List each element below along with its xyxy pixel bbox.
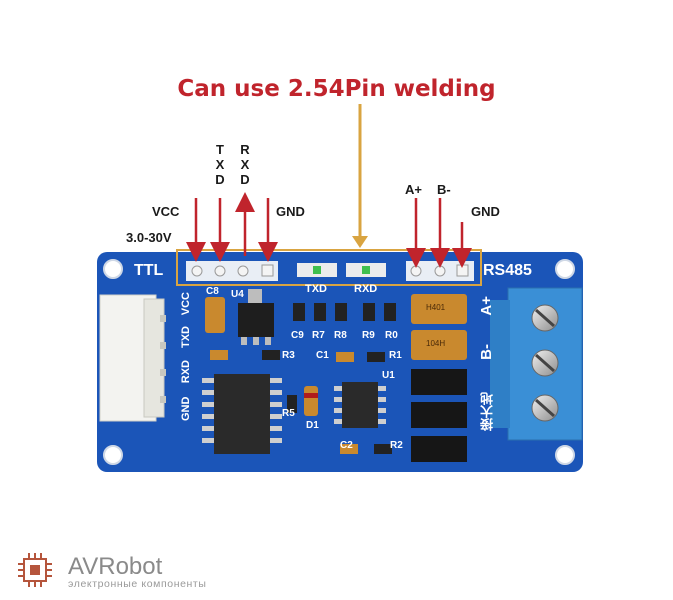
mount-hole	[555, 445, 575, 465]
fuse-2-marking: 104H	[426, 339, 446, 348]
ref-c9: C9	[291, 330, 304, 341]
ref-r7: R7	[312, 330, 325, 341]
diode-d1	[304, 386, 318, 416]
tvs-diode-1	[411, 369, 467, 395]
ic-u1	[334, 382, 386, 428]
ptc-fuse-2	[411, 330, 467, 360]
ref-r5: R5	[282, 408, 295, 419]
ref-r1: R1	[389, 350, 402, 361]
ref-r2: R2	[390, 440, 403, 451]
ground-cn-label: 接大地	[480, 392, 495, 431]
led-rxd-label: RXD	[354, 283, 378, 295]
ref-r9: R9	[362, 330, 375, 341]
ref-r3: R3	[282, 350, 295, 361]
ref-c8: C8	[206, 286, 219, 297]
ic-transceiver	[202, 374, 282, 454]
annotation-title: Can use 2.54Pin welding	[177, 76, 496, 102]
jst-connector	[99, 294, 166, 422]
tvs-diode-3	[411, 436, 467, 462]
vcc-label: VCC	[152, 204, 180, 219]
gnd-right-label: GND	[471, 204, 500, 219]
gnd-left-label: GND	[276, 204, 305, 219]
brand-tagline: электронные компоненты	[68, 578, 207, 590]
ref-r8: R8	[334, 330, 347, 341]
mount-hole	[103, 445, 123, 465]
rs485-label: RS485	[483, 262, 532, 279]
ref-u1: U1	[382, 370, 395, 381]
terminal-a-label: A+	[478, 296, 495, 316]
capacitor-c8	[205, 297, 225, 333]
ref-c2: C2	[340, 440, 353, 451]
a-plus-label: A+	[405, 182, 422, 197]
ref-u4: U4	[231, 289, 244, 300]
ptc-fuse-1	[411, 294, 467, 324]
tvs-diode-2	[411, 402, 467, 428]
header-highlight	[176, 249, 482, 286]
led-txd-label: TXD	[305, 283, 327, 295]
terminal-b-label: B-	[478, 344, 495, 360]
ttl-pin-header	[186, 261, 278, 281]
regulator-u4	[238, 303, 274, 337]
ref-c1: C1	[316, 350, 329, 361]
rs485-pin-header	[406, 261, 474, 281]
fuse-1-marking: H401	[426, 303, 446, 312]
voltage-label: 3.0-30V	[126, 230, 172, 245]
connector-label-vcc: VCC	[180, 292, 192, 316]
b-minus-label: B-	[437, 182, 451, 197]
screw-terminal	[490, 287, 583, 441]
avrobot-logo	[18, 553, 52, 587]
mount-hole	[103, 259, 123, 279]
ttl-label: TTL	[134, 262, 164, 279]
mount-hole	[555, 259, 575, 279]
ref-r0: R0	[385, 330, 398, 341]
connector-label-txd: TXD	[180, 326, 192, 348]
ref-d1: D1	[306, 420, 319, 431]
brand-name: AVRobot	[68, 553, 163, 580]
connector-label-rxd: RXD	[180, 360, 192, 384]
smd-resistors	[210, 303, 396, 454]
